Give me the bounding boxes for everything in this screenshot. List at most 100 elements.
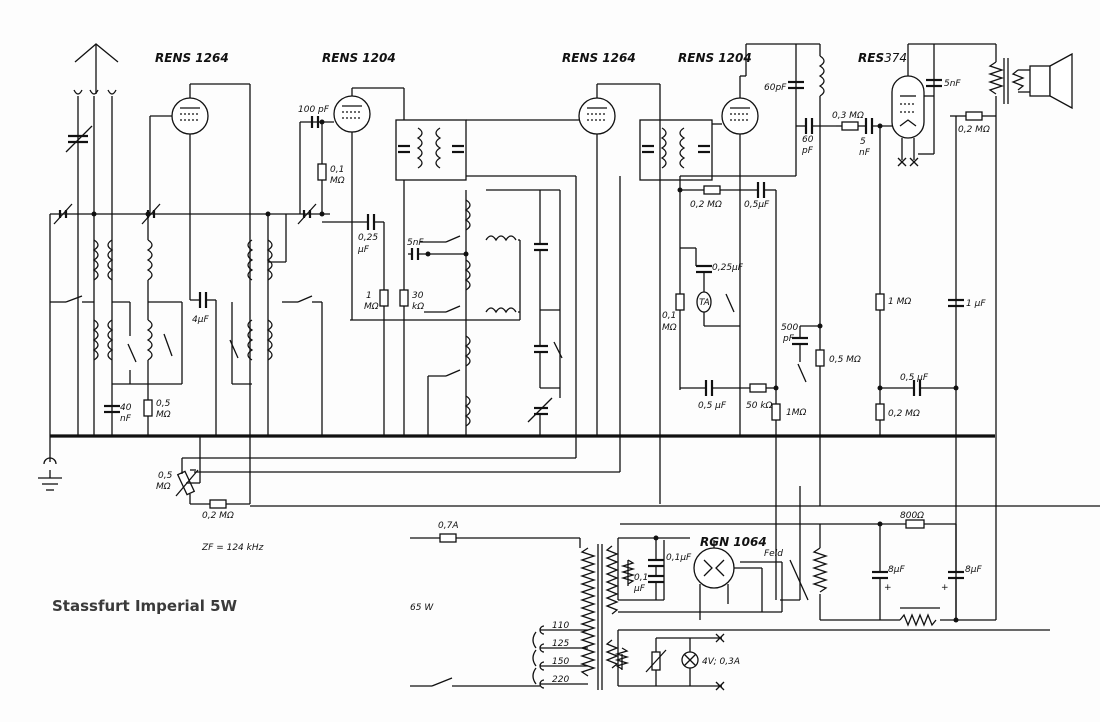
tube-v4-icon — [712, 43, 796, 436]
res-30k — [399, 180, 409, 436]
cap-8uF-b-plus: + — [941, 583, 949, 593]
filter-network — [820, 524, 996, 627]
cap-4uF-label: 4μF — [192, 315, 209, 325]
cap-05uF-b-label: 0,5 μF — [698, 401, 727, 411]
cap-025uF-label: 0,25 — [358, 233, 378, 243]
tube-v6-label: RGN 1064 — [700, 535, 767, 549]
ta-label: TA — [699, 298, 710, 308]
cap-025uF-b-label: 0,25μF — [712, 263, 744, 273]
cap-100pF-label: 100 pF — [298, 105, 330, 115]
antenna-icon — [73, 43, 119, 436]
cap-5nF-a-label: 5nF — [407, 238, 424, 248]
cap-8uF-b-label: 8μF — [965, 565, 982, 575]
res-05M-b-label: 0,5 MΩ — [829, 355, 861, 365]
cap-500pF-unit: pF — [782, 334, 795, 344]
cap-8uF-a-label: 8μF — [888, 565, 905, 575]
v4-plate-circuit — [679, 43, 836, 506]
tube-v5-label-main: RES — [858, 51, 884, 65]
field-coil — [789, 524, 829, 620]
res-1M-unit: MΩ — [364, 302, 379, 312]
cap-40nF-label: 40 — [120, 403, 132, 413]
res-30k-unit: kΩ — [412, 302, 424, 312]
tap-125-label: 125 — [552, 639, 569, 649]
tube-v5-label-suffix: 374 — [884, 51, 907, 65]
lamp-label: 4V; 0,3A — [702, 657, 740, 667]
pot-05M-label: 0,5 — [158, 471, 173, 481]
res-05M-a — [143, 399, 153, 436]
res-02M-d-label: 0,2 MΩ — [888, 409, 920, 419]
cap-40nF-unit: nF — [120, 414, 132, 424]
res-800-label: 800Ω — [900, 511, 924, 521]
res-01M-b-label: 0,1 — [662, 311, 676, 321]
cap-4uF — [190, 292, 217, 436]
tube-v3-label: RENS 1264 — [562, 51, 636, 65]
power-label: 65 W — [410, 603, 434, 613]
tube-v5-label: RES374 — [858, 51, 907, 65]
cap-8uF-a-plus: + — [884, 583, 892, 593]
tube-v1-icon — [149, 83, 251, 504]
tube-v3-icon — [578, 83, 661, 504]
cap-01uF-b-unit: μF — [633, 584, 646, 594]
cap-5nF-a — [408, 248, 466, 260]
tube-v1-label: RENS 1264 — [155, 51, 229, 65]
cap-1uF-label: 1 μF — [966, 299, 986, 309]
cap-5nF-b-label: 5 — [860, 137, 866, 147]
cap-100pF — [310, 116, 320, 128]
res-1M — [379, 222, 389, 436]
res-02M-b — [703, 185, 721, 195]
if-transformer-2 — [639, 119, 713, 181]
res-02M-c — [950, 111, 996, 620]
feld-label: Feld — [764, 549, 783, 559]
if-transformer-1 — [350, 119, 596, 321]
res-1M-c-label: 1 MΩ — [888, 297, 911, 307]
res-01M-a-label: 0,1 — [330, 165, 344, 175]
rectifier-network — [617, 537, 690, 601]
cap-01uF-b-label: 0,1 — [634, 573, 648, 583]
tube-v4-label: RENS 1204 — [678, 51, 752, 65]
cap-500pF-label: 500 — [781, 323, 798, 333]
tap-150-label: 150 — [552, 657, 569, 667]
res-03M-label: 0,3 MΩ — [832, 111, 864, 121]
res-02M-a-label: 0,2 MΩ — [202, 511, 234, 521]
tube-v2-label: RENS 1204 — [322, 51, 396, 65]
res-05M-a-label: 0,5 — [156, 399, 171, 409]
mains-transformer — [532, 544, 619, 690]
tube-v5-icon — [891, 43, 996, 167]
cap-025uF-unit: μF — [357, 245, 370, 255]
cap-05uF-a-label: 0,5μF — [744, 200, 770, 210]
cap-5nF-c-label: 5nF — [944, 79, 961, 89]
v5-grid-return — [875, 293, 964, 421]
zf-label: ZF = 124 kHz — [201, 543, 264, 553]
fuse-label: 0,7A — [438, 521, 458, 531]
pot-05M-unit: MΩ — [156, 482, 171, 492]
res-1M-b-label: 1MΩ — [786, 408, 806, 418]
ht-supply-line — [250, 505, 1100, 529]
junction-dots — [91, 119, 959, 623]
cap-60pF-b-unit: pF — [801, 146, 814, 156]
cap-5nF-c — [926, 78, 942, 88]
mains-input — [410, 533, 581, 687]
cap-025uF — [322, 214, 384, 230]
cap-60pF-b-label: 60 — [802, 135, 814, 145]
res-01M-a — [317, 122, 327, 214]
ground-symbol — [38, 457, 62, 491]
tube-v6-icon — [693, 540, 763, 620]
res-50k-label: 50 kΩ — [746, 401, 773, 411]
antenna-trimmer — [65, 125, 93, 153]
res-1M-label: 1 — [366, 291, 372, 301]
diagram-title: Stassfurt Imperial 5W — [52, 597, 238, 615]
res-05M-a-unit: MΩ — [156, 410, 171, 420]
tone-switch-ta — [680, 247, 740, 327]
res-02M-c-label: 0,2 MΩ — [958, 125, 990, 135]
tone-network — [792, 325, 825, 383]
res-01M-b — [675, 293, 685, 311]
res-02M-b-label: 0,2 MΩ — [690, 200, 722, 210]
heater-circuit — [614, 486, 1050, 691]
res-30k-label: 30 — [412, 291, 424, 301]
tap-110-label: 110 — [552, 621, 569, 631]
coupling-network — [680, 380, 781, 600]
stage2-coils — [229, 214, 323, 436]
cap-40nF — [104, 404, 120, 414]
